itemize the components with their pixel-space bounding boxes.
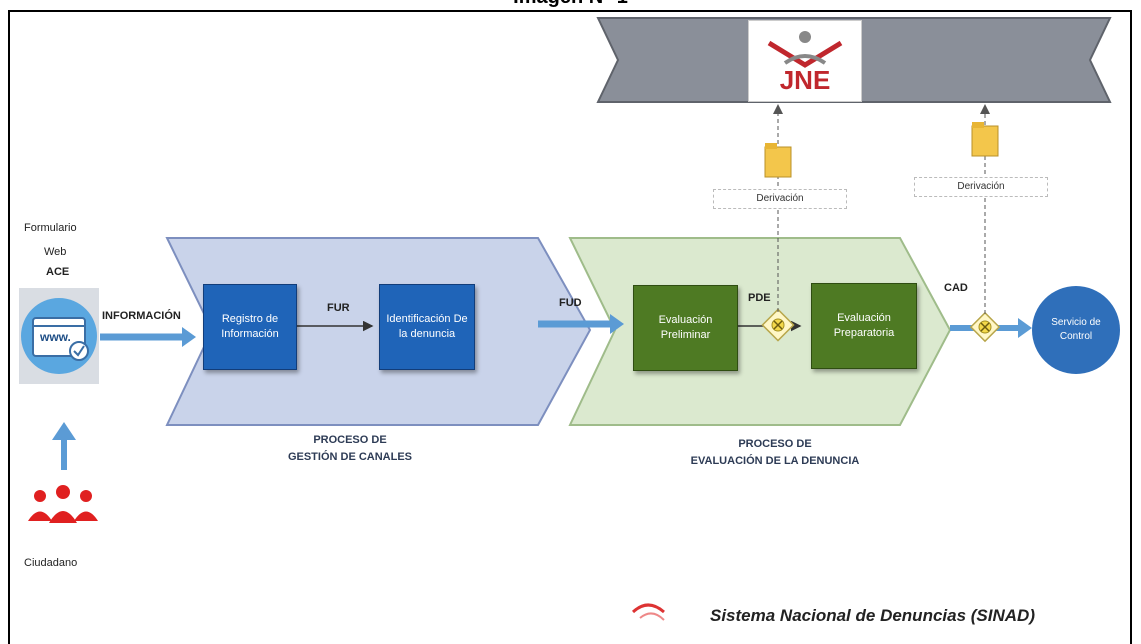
people-icon xyxy=(28,485,98,523)
gateway-pde-icon xyxy=(761,308,795,342)
fur-label: FUR xyxy=(327,302,350,314)
pde-label: PDE xyxy=(748,292,771,304)
process-gestion-title: PROCESO DE GESTIÓN DE CANALES xyxy=(260,432,440,466)
jne-logo-text: JNE xyxy=(779,65,831,95)
figure-frame xyxy=(8,10,1132,644)
fud-label: FUD xyxy=(559,297,582,309)
sinad-footer: Sistema Nacional de Denuncias (SINAD) xyxy=(710,606,1035,625)
sinad-logo-icon xyxy=(631,603,665,621)
process-gestion-line2: GESTIÓN DE CANALES xyxy=(287,451,413,463)
folder-icon-2 xyxy=(971,122,999,157)
derivacion-label-1: Derivación xyxy=(713,189,847,209)
box-registro: Registro de Información xyxy=(203,284,297,370)
image-title: Imagen N° 1 xyxy=(0,0,1141,9)
box-eval-preliminar: Evaluación Preliminar xyxy=(633,285,738,371)
servicio-control-label: Servicio de Control xyxy=(1051,317,1101,342)
box-identificacion: Identificación De la denuncia xyxy=(379,284,475,370)
form-label-3: ACE xyxy=(46,266,70,278)
www-text: www. xyxy=(40,330,71,344)
cad-label: CAD xyxy=(944,282,968,294)
box-eval-preparatoria: Evaluación Preparatoria xyxy=(811,283,917,369)
form-label-2: Web xyxy=(44,246,67,258)
gateway-cad-icon xyxy=(969,311,1001,343)
derivacion-label-2: Derivación xyxy=(914,177,1048,197)
informacion-label: INFORMACIÓN xyxy=(102,310,181,322)
folder-icon-1 xyxy=(764,143,792,178)
form-label-1: Formulario xyxy=(24,222,77,234)
process-gestion-line1: PROCESO DE xyxy=(313,434,387,446)
ciudadano-label: Ciudadano xyxy=(24,557,78,569)
jne-logo: JNE xyxy=(748,20,862,102)
process-evaluacion-line2: EVALUACIÓN DE LA DENUNCIA xyxy=(690,455,860,467)
check-badge-icon xyxy=(69,341,89,361)
process-evaluacion-title: PROCESO DE EVALUACIÓN DE LA DENUNCIA xyxy=(665,436,885,470)
servicio-control-circle xyxy=(1032,286,1120,374)
process-evaluacion-line1: PROCESO DE xyxy=(738,438,812,450)
